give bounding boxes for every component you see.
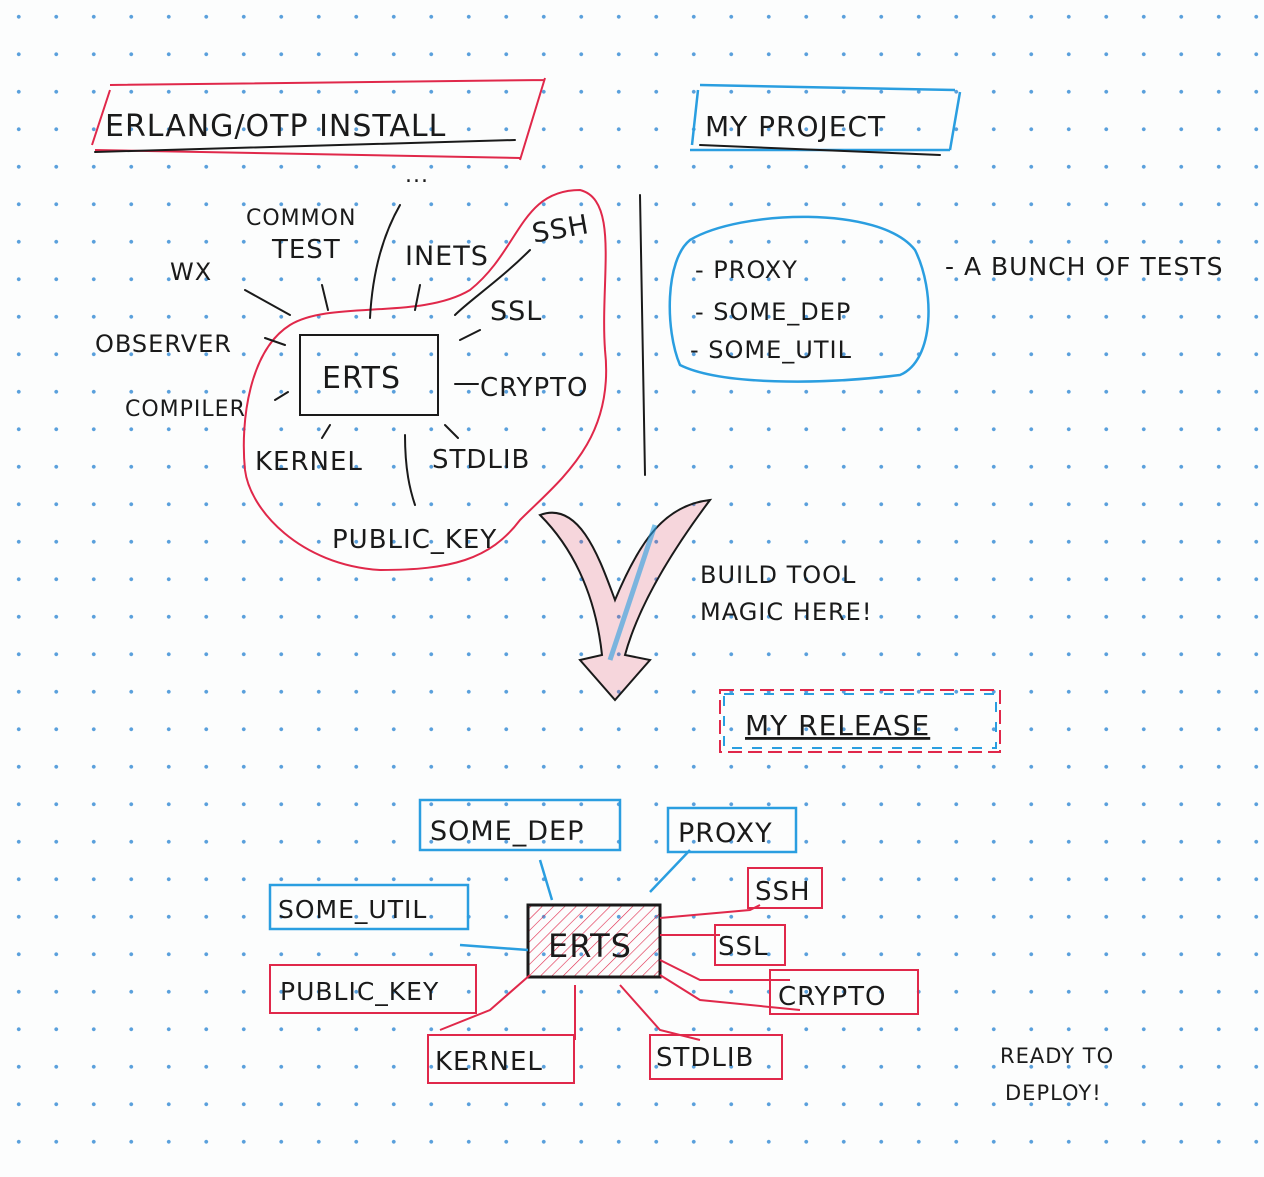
build-arrow [538, 498, 713, 702]
svg-text:CRYPTO: CRYPTO [778, 982, 886, 1012]
project-title: MY PROJECT [705, 110, 886, 143]
svg-text:COMMON: COMMON [246, 206, 356, 231]
release-erts-label: ERTS [548, 927, 632, 965]
install-title-frame [91, 77, 546, 161]
footer-line2: DEPLOY! [1005, 1081, 1102, 1105]
svg-text:PUBLIC_KEY: PUBLIC_KEY [332, 525, 497, 555]
svg-text:CRYPTO: CRYPTO [480, 373, 588, 403]
release-blue-apps: SOME_DEP PROXY SOME_UTIL [268, 798, 798, 931]
svg-text:STDLIB: STDLIB [656, 1043, 754, 1073]
release-title: MY RELEASE [745, 709, 930, 742]
release-red-apps: SSH SSL CRYPTO PUBLIC_KEY KERNEL STDLIB [269, 867, 919, 1084]
svg-text:KERNEL: KERNEL [255, 447, 363, 477]
footer-line1: READY TO [1000, 1044, 1114, 1068]
svg-text:PROXY: PROXY [678, 818, 773, 849]
install-apps: WX COMMON TEST INETS SSH SSL CRYPTO STDL… [95, 206, 592, 555]
svg-text:OBSERVER: OBSERVER [95, 330, 232, 358]
svg-text:STDLIB: STDLIB [432, 445, 530, 475]
svg-text:SSL: SSL [490, 296, 542, 327]
ellipsis: ... [405, 163, 429, 188]
svg-text:SSH: SSH [755, 877, 811, 907]
release-connectors [439, 849, 801, 1041]
svg-text:COMPILER: COMPILER [125, 397, 246, 422]
erts-label: ERTS [322, 361, 401, 396]
release-erts-box [526, 903, 662, 979]
svg-text:- SOME_UTIL: - SOME_UTIL [690, 336, 852, 364]
build-line2: MAGIC HERE! [700, 598, 872, 626]
connector-lines [244, 204, 531, 506]
svg-text:KERNEL: KERNEL [435, 1047, 543, 1077]
release-title-frame [719, 689, 1001, 753]
svg-text:SOME_UTIL: SOME_UTIL [278, 895, 427, 924]
svg-text:TEST: TEST [271, 235, 341, 265]
install-blob [242, 188, 608, 572]
install-title: ERLANG/OTP INSTALL [105, 109, 446, 144]
deps-blob [668, 215, 930, 383]
svg-text:WX: WX [170, 258, 212, 286]
build-line1: BUILD TOOL [700, 561, 856, 589]
tests-label: - A BUNCH OF TESTS [945, 252, 1223, 281]
svg-text:- PROXY: - PROXY [695, 256, 798, 284]
erts-box [299, 334, 439, 416]
project-deps: - PROXY - SOME_DEP - SOME_UTIL [690, 256, 852, 364]
svg-text:PUBLIC_KEY: PUBLIC_KEY [280, 977, 439, 1006]
svg-text:SOME_DEP: SOME_DEP [430, 816, 584, 847]
svg-text:INETS: INETS [405, 241, 489, 272]
divider [639, 194, 646, 476]
project-title-frame [690, 83, 962, 156]
svg-text:SSH: SSH [530, 209, 592, 250]
svg-text:SSL: SSL [718, 932, 769, 962]
svg-text:- SOME_DEP: - SOME_DEP [695, 298, 851, 326]
